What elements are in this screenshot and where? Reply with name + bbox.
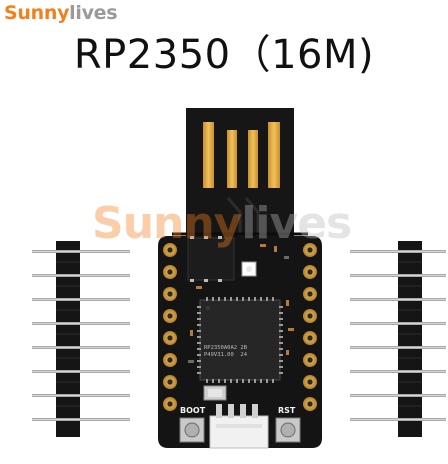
jst-connector (209, 404, 269, 449)
reset-button[interactable] (275, 417, 301, 443)
usb-connector (186, 108, 294, 236)
flash-memory-chip (187, 236, 235, 282)
brand-logo-secondary: lives (69, 2, 118, 24)
passive-components (188, 244, 294, 363)
pin-pads-right (303, 243, 317, 411)
reset-label: RST (278, 406, 296, 415)
chip-marking-line1: RP2350A0A2 2B (204, 345, 248, 351)
chip-marking-line2: P49V31.00 24 (204, 352, 248, 358)
brand-logo-primary: Sunny (4, 2, 70, 24)
boot-button[interactable] (179, 417, 205, 443)
crystal-oscillator (203, 385, 227, 401)
chip-marking: RP2350A0A2 2B P49V31.00 24 (204, 345, 247, 359)
pin-header-left (32, 241, 130, 437)
rgb-led (241, 261, 257, 277)
brand-logo: Sunnylives (4, 2, 118, 24)
pin-pads-left (163, 243, 177, 411)
rp2350-chip (197, 297, 283, 383)
page-title: RP2350（16M) (73, 32, 375, 78)
pin-header-right (350, 241, 446, 437)
boot-label: BOOT (180, 406, 206, 415)
